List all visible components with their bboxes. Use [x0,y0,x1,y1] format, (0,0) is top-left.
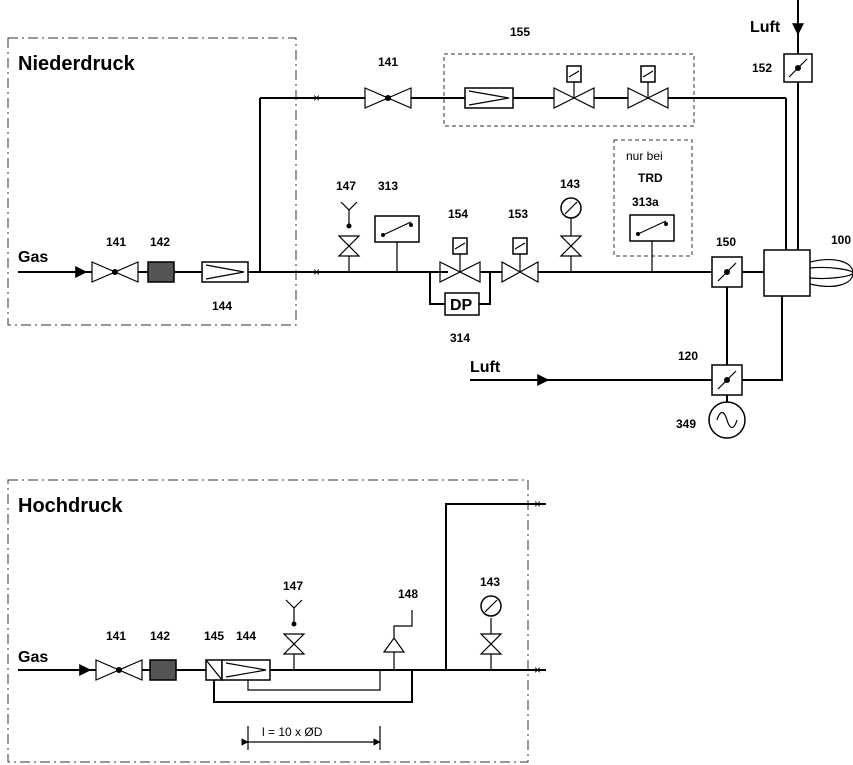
trd-boundary [613,139,693,257]
impulse-loop [213,670,413,703]
flame [809,266,853,280]
impulse-line [247,670,381,691]
burner-100 [763,249,811,297]
label-144-low: 144 [212,299,232,313]
solenoid-valve-154 [439,237,481,283]
dp-sensor-314 [444,292,480,316]
label-145: 145 [204,629,224,643]
dimension-line [241,726,381,750]
cut-mark: × [534,497,541,511]
gas-inlet-label-low: Gas [18,249,48,266]
hochdruck-boundary [7,479,529,763]
dp-label: DP [450,297,473,314]
label-148: 148 [398,587,418,601]
filter-142-low [147,261,175,283]
filter-142-high [149,659,177,681]
niederdruck-boundary [7,37,297,326]
flame [809,259,853,287]
pressure-regulator-155 [464,87,514,109]
label-349: 349 [676,417,696,431]
butterfly-valve-120 [711,364,743,396]
relief-valve-148 [382,610,413,670]
butterfly-valve-150 [711,256,743,288]
label-313a: 313a [632,195,659,209]
ball-valve-141-high [95,659,143,681]
servo-motor-349 [708,401,746,439]
cut-mark: × [534,663,541,677]
air-label-bottom: Luft [470,359,501,376]
label-120: 120 [678,349,698,363]
pressure-regulator-144-high [221,659,271,681]
pressure-gauge-143-high [479,595,503,670]
niederdruck-title: Niederdruck [18,53,136,75]
cut-mark: × [313,265,320,279]
label-153: 153 [508,207,528,221]
cut-mark: × [313,91,320,105]
label-152: 152 [752,61,772,75]
test-valve-147-low [337,201,361,272]
label-141-low: 141 [106,235,126,249]
ball-valve-141-low [91,261,139,283]
trd-note-line2: TRD [638,171,663,185]
label-314: 314 [450,331,470,345]
label-147-high: 147 [283,579,303,593]
label-141-high: 141 [106,629,126,643]
label-141-upper: 141 [378,55,398,69]
label-313: 313 [378,179,398,193]
label-154: 154 [448,207,468,221]
label-155: 155 [510,25,530,39]
air-duct [742,296,783,381]
pressure-switch-313 [374,215,420,272]
hochdruck-title: Hochdruck [18,495,123,517]
solenoid-valve-155a [553,65,595,109]
gas-inlet-label-high: Gas [18,649,48,666]
label-150: 150 [716,235,736,249]
pipe [445,503,546,670]
pressure-switch-313a [629,214,675,272]
ball-valve-141-upper [364,87,412,109]
solenoid-valve-155b [627,65,669,109]
label-142-high: 142 [150,629,170,643]
air-label-top: Luft [750,19,781,36]
dimension-label: l = 10 x ØD [262,725,323,739]
trd-note-line1: nur bei [626,149,663,163]
label-143-low: 143 [560,177,580,191]
label-144-high: 144 [236,629,256,643]
safety-shutoff-145 [205,659,223,681]
butterfly-valve-152 [783,53,813,83]
solenoid-valve-153 [501,237,539,284]
pressure-regulator-144-low [201,261,249,283]
label-100: 100 [831,233,851,247]
label-143-high: 143 [480,575,500,589]
pressure-gauge-143-low [559,197,583,272]
label-147-low: 147 [336,179,356,193]
label-142-low: 142 [150,235,170,249]
test-valve-147-high [282,599,306,670]
